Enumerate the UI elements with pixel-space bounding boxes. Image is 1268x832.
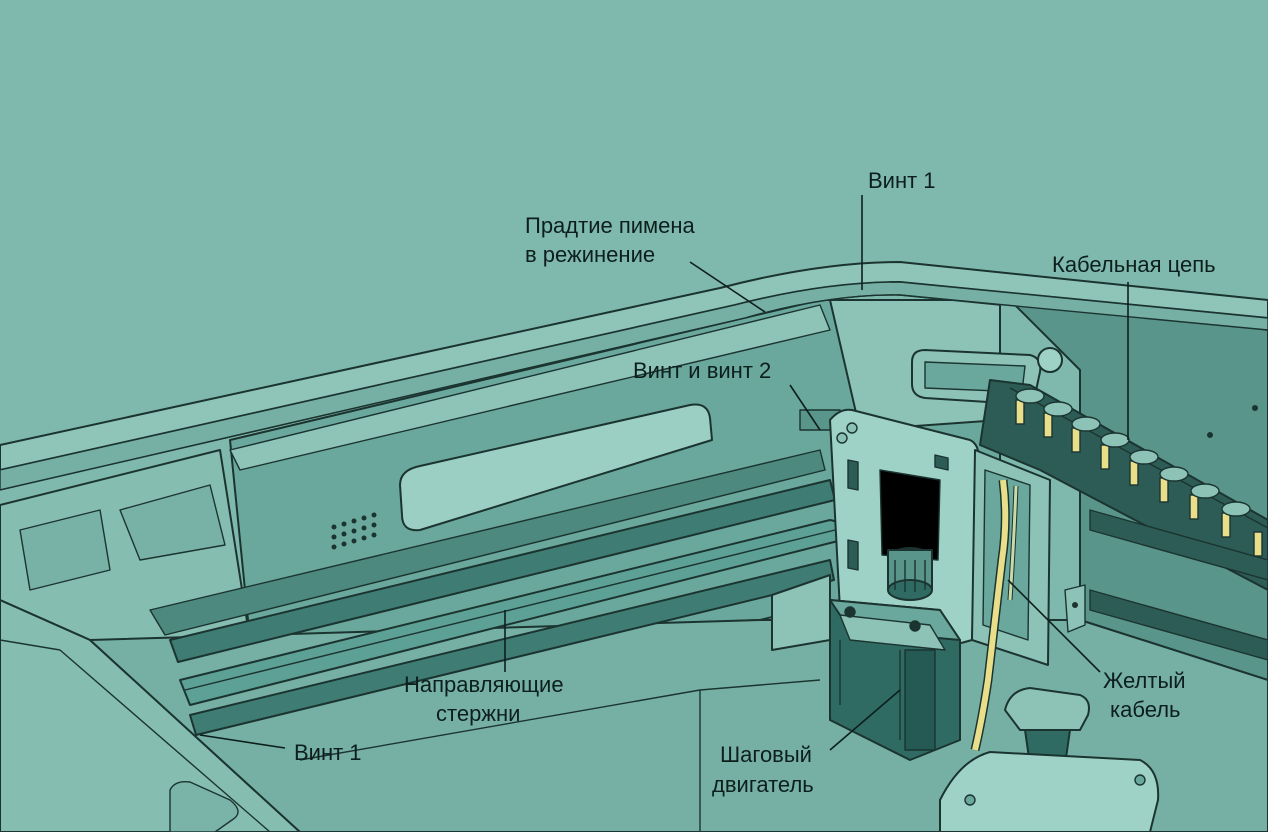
label-cable-chain: Кабельная цепь [1052, 252, 1216, 277]
label-belt-line2: в режинение [525, 242, 655, 267]
leader-belt [689, 261, 766, 313]
label-screw-and-screw2: Винт и винт 2 [633, 358, 771, 383]
label-screw1-bottom: Винт 1 [294, 740, 362, 765]
vent-holes [331, 512, 377, 550]
leader-lines [199, 195, 1129, 751]
leader-screw1-bottom [199, 734, 286, 749]
foreground-bracket [939, 687, 1160, 832]
leader-stepper [829, 689, 901, 751]
label-guide-rods-line1: Направляющие [404, 672, 564, 697]
leader-screw-and-screw2 [789, 384, 821, 431]
label-screw1-top: Винт 1 [868, 168, 936, 193]
guide-rods [169, 409, 844, 736]
label-stepper-line2: двигатель [712, 772, 814, 797]
yellow-cable [970, 479, 1019, 752]
label-belt-line1: Прадтие пимена [525, 213, 696, 238]
label-yellow-cable-line2: кабель [1110, 697, 1181, 722]
labels: Винт 1 Прадтие пимена в режинение Винт и… [294, 168, 1216, 797]
cable-chain [911, 347, 1268, 661]
stepper-motor [771, 574, 961, 761]
label-stepper-line1: Шаговый [720, 742, 812, 767]
belt-shelf [149, 403, 826, 636]
label-guide-rods-line2: стержни [436, 701, 520, 726]
label-yellow-cable-line1: Желтый [1103, 668, 1186, 693]
leader-yellow-cable [1007, 579, 1101, 673]
